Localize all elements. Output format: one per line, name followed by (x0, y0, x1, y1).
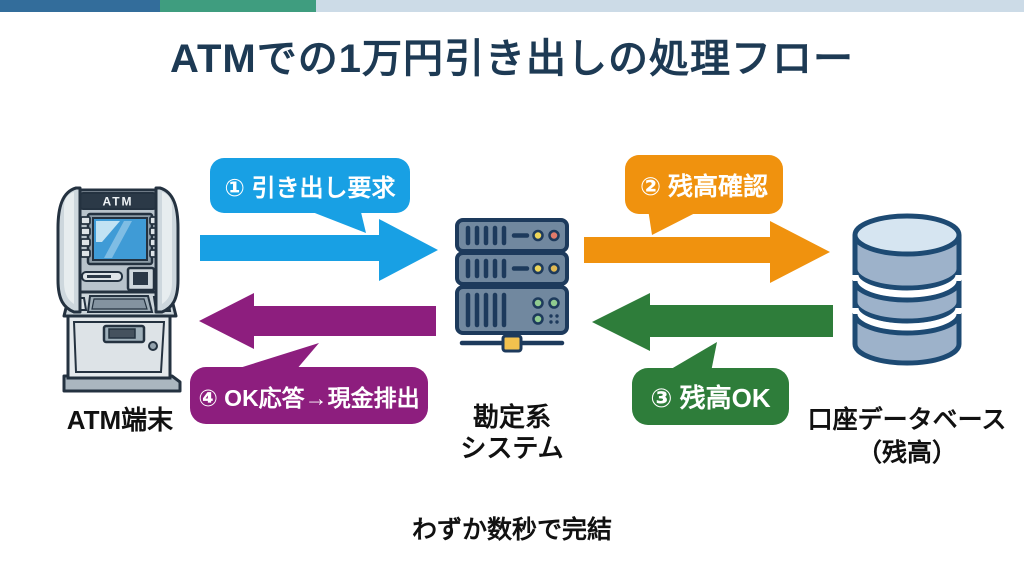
database-cylinder-icon (851, 213, 963, 366)
top-bar-segment-navy (0, 0, 160, 12)
step1-label-bubble: ① 引き出し要求 (210, 158, 410, 213)
top-accent-bar (0, 0, 1024, 12)
step2-label: ② 残高確認 (639, 172, 769, 201)
step3-label: ③ 残高OK (650, 383, 771, 413)
atm-header-text: ATM (102, 195, 133, 209)
atm-node-label: ATM端末 (66, 405, 174, 435)
step2-label-bubble: ② 残高確認 (625, 155, 783, 214)
account-db-label-line2: （残高） (856, 439, 957, 467)
step3-label-bubble: ③ 残高OK (632, 368, 789, 425)
core-system-label-line1: 勘定系 (472, 402, 551, 432)
account-db-node-label: 口座データベース （残高） (795, 404, 1019, 470)
footer-note: わずか数秒で完結 (411, 516, 612, 544)
core-system-label-line2: システム (460, 433, 564, 463)
step4-arrow-left-icon (199, 293, 436, 349)
step1-label: ① 引き出し要求 (224, 175, 396, 202)
atm-machine-icon: ATM (56, 186, 182, 393)
step1-arrow-right-icon (200, 219, 438, 281)
top-bar-segment-teal (160, 0, 316, 12)
account-db-label-line1: 口座データベース (807, 406, 1007, 434)
step3-bubble-tail (666, 342, 717, 372)
server-rack-icon (455, 218, 569, 353)
step2-bubble-tail (648, 209, 703, 235)
step2-arrow-right-icon (584, 221, 830, 283)
page-title: ATMでの1万円引き出しの処理フロー (170, 37, 854, 81)
step4-label-bubble: ④ OK応答→現金排出 (190, 367, 428, 424)
step1-bubble-tail (302, 208, 366, 233)
step4-label: ④ OK応答→現金排出 (198, 384, 420, 411)
top-bar-segment-light (316, 0, 1024, 12)
core-system-node-label: 勘定系 システム (430, 402, 594, 464)
step3-arrow-left-icon (592, 293, 833, 351)
step4-bubble-tail (233, 343, 319, 370)
